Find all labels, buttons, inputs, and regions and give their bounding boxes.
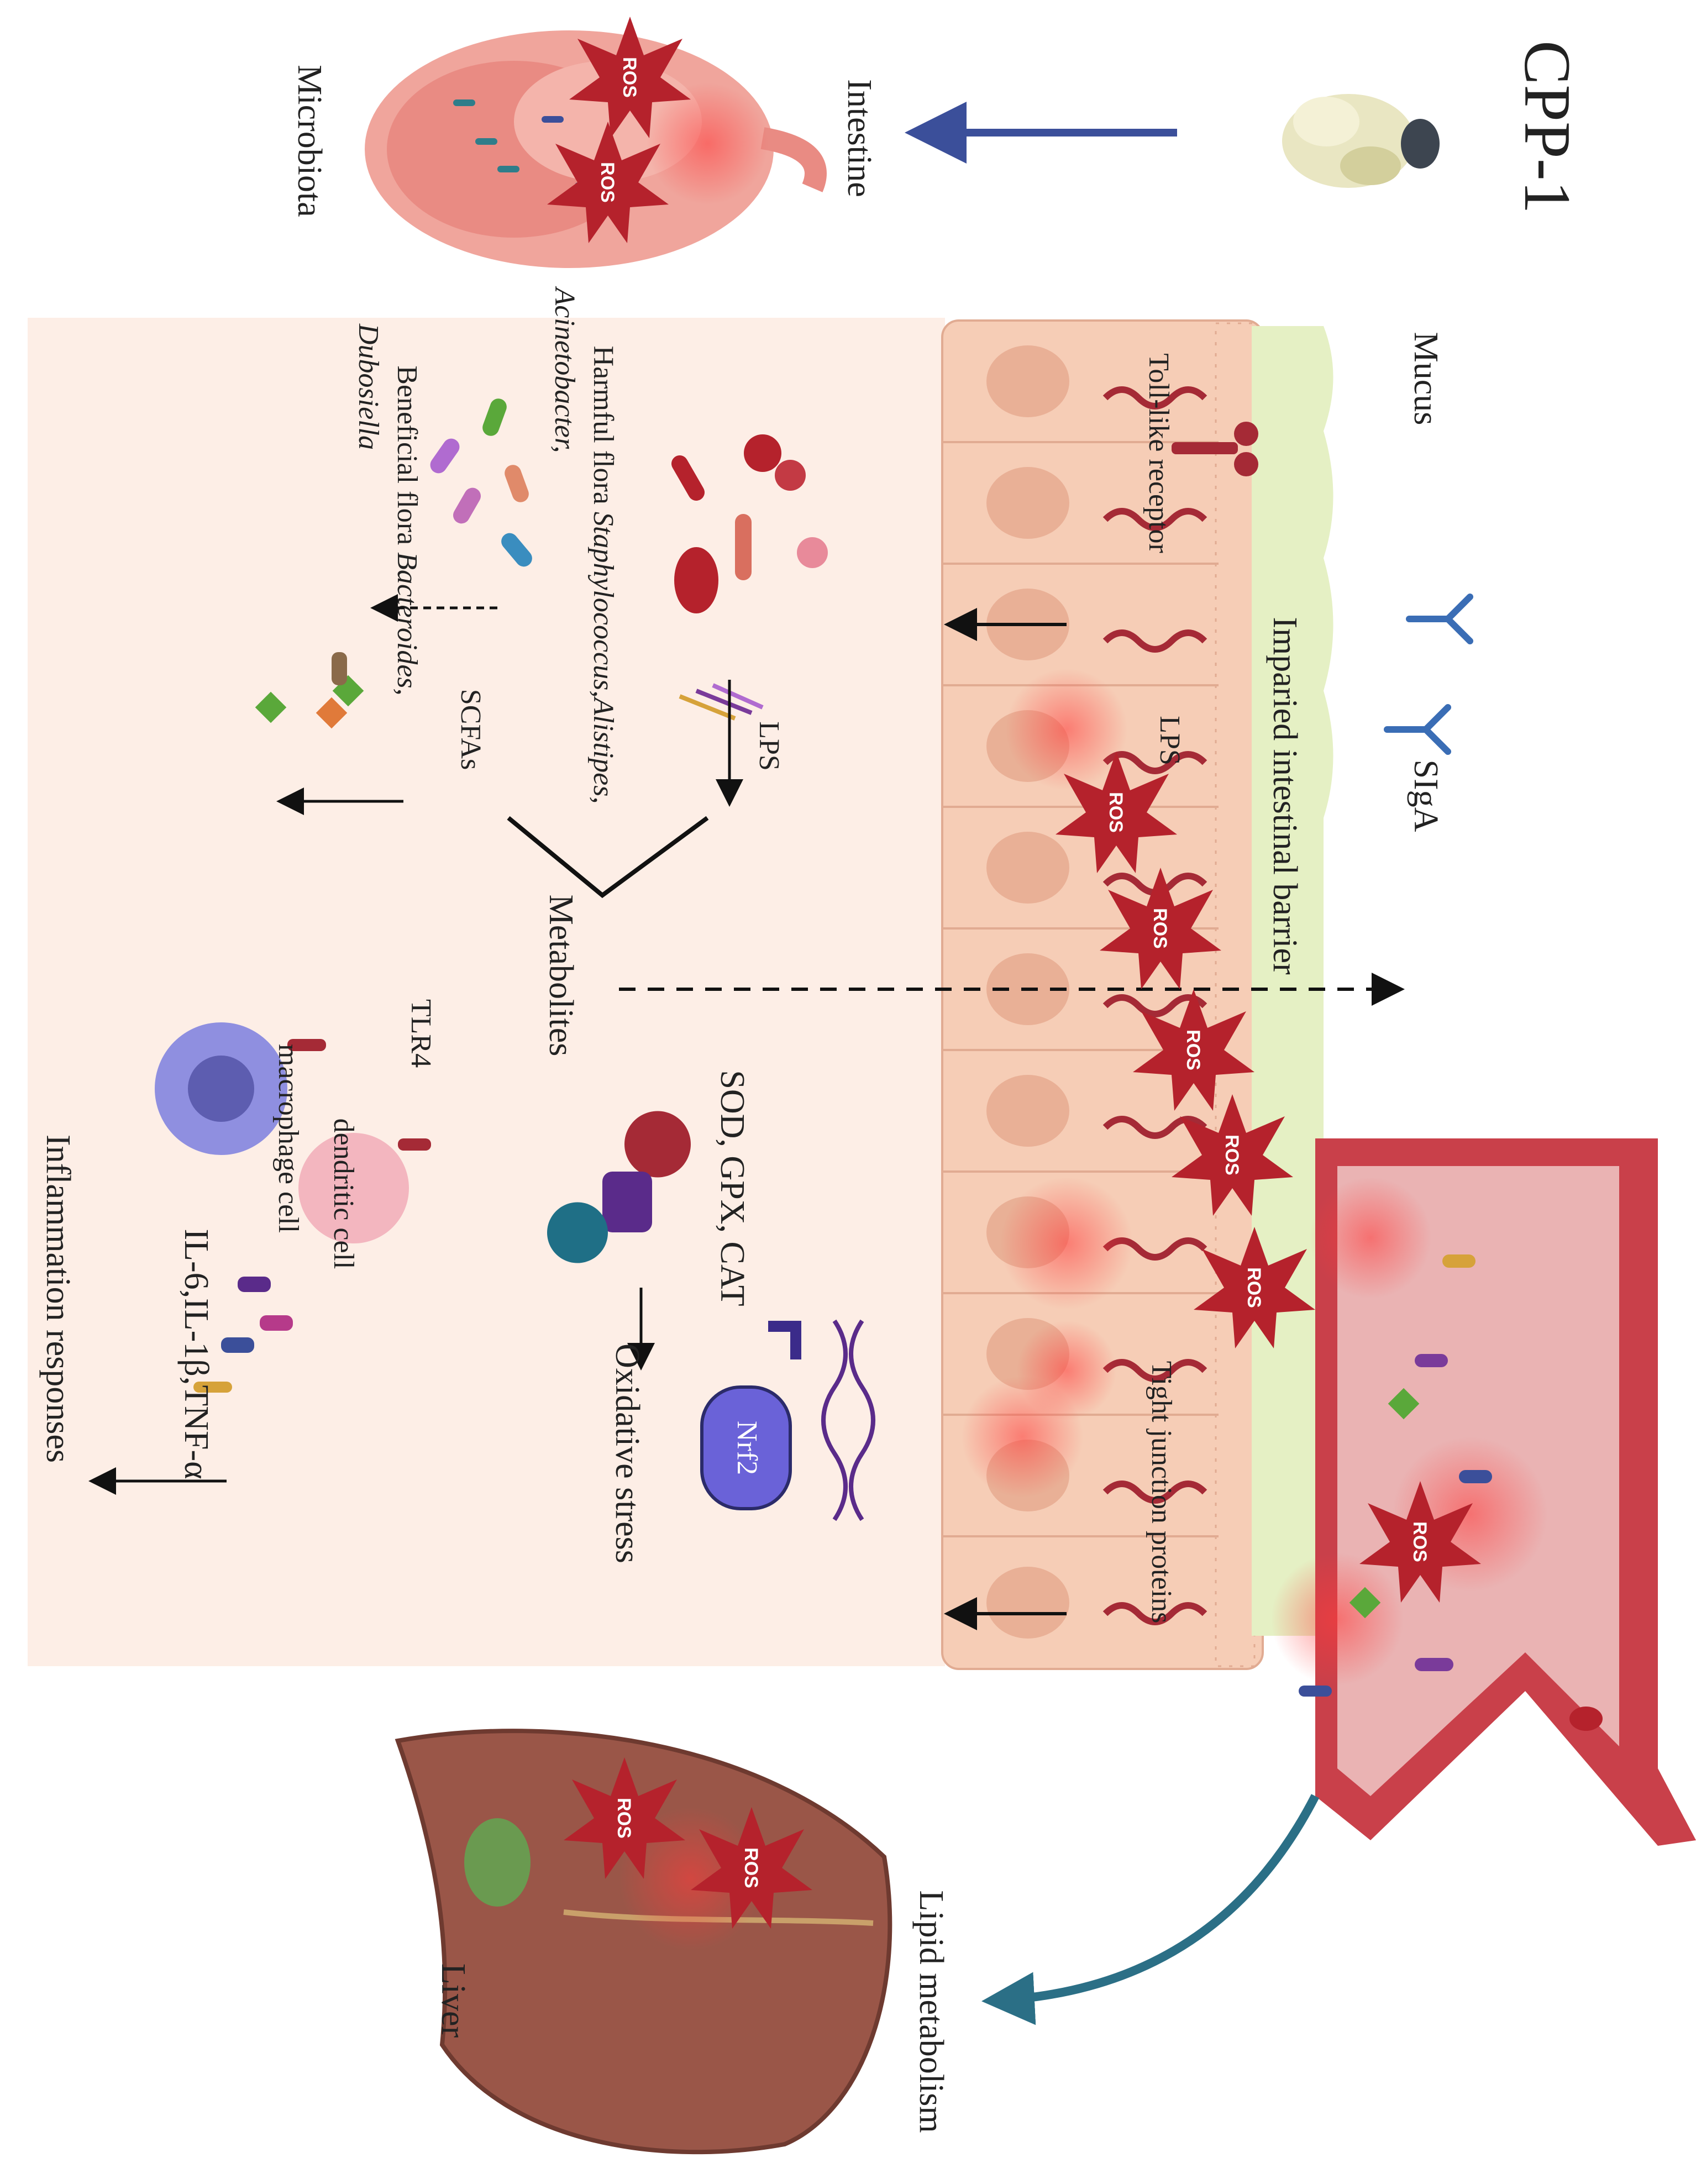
macrophage-cell-icon: [155, 1022, 326, 1155]
label-beneficial-flora-line1: Beneficial flora Bacteroides,: [391, 365, 423, 695]
label-tight-junction: Tight junction proteins: [1146, 1361, 1177, 1624]
blood-vessel: [1271, 1138, 1696, 1846]
label-mucus: Mucus: [1407, 332, 1445, 426]
ros-burst: ROS: [564, 1757, 685, 1879]
ros-burst: ROS: [569, 17, 691, 138]
label-scfas: SCFAs: [455, 689, 486, 770]
label-lps: LPS: [753, 721, 785, 771]
nrf2-pathway-arrow: [768, 1321, 801, 1359]
label-inflammation: Inflammation responses: [39, 1135, 77, 1463]
label-harmful-flora-line1: Harmful flora Staphylococcus,Alistipes,: [587, 346, 619, 804]
label-impaired-barrier: Imparied intestinal barrier: [1266, 617, 1304, 975]
svg-text:ROS: ROS: [613, 1798, 634, 1839]
svg-text:ROS: ROS: [1243, 1267, 1264, 1308]
ros-burst: ROS: [547, 122, 669, 243]
ros-burst: ROS: [1194, 1227, 1315, 1348]
lumen-panel: [28, 318, 945, 1666]
dna-helix-icon: [821, 1319, 875, 1521]
svg-text:ROS: ROS: [1149, 908, 1170, 949]
label-oxidative-stress: Oxidative stress: [608, 1343, 646, 1563]
cytokines-icon: [193, 1277, 293, 1393]
cpp1-powder-icon: [1282, 94, 1440, 188]
label-lps-barrier: LPS: [1154, 716, 1185, 765]
label-macrophage: macrophage cell: [272, 1044, 304, 1233]
svg-text:ROS: ROS: [619, 57, 640, 98]
liver-icon: [395, 1729, 892, 2155]
dendritic-cell-icon: [298, 1133, 431, 1243]
siga-antibody-icon: [1384, 594, 1473, 755]
metabolites-merge-lines: [507, 816, 709, 899]
label-harmful-flora-line2: Acinetobacter,: [549, 286, 580, 453]
ros-burst: ROS: [1172, 1094, 1293, 1216]
svg-text:ROS: ROS: [741, 1847, 762, 1888]
title-cpp1: CPP-1: [1511, 40, 1584, 213]
label-dendritic: dendritic cell: [328, 1119, 359, 1269]
label-microbiota: Microbiota: [291, 65, 328, 217]
ros-burst: ROS: [1133, 989, 1254, 1111]
label-nrf2: Nrf2: [731, 1421, 763, 1475]
label-liver: Liver: [434, 1964, 472, 2038]
label-toll-like-receptor: Toll-like receptor: [1143, 353, 1174, 553]
ros-burst: ROS: [691, 1807, 812, 1929]
vessel-molecules: [1299, 1254, 1603, 1731]
label-siga: SIgA: [1407, 760, 1445, 832]
tight-junction-proteins-icon: [1102, 386, 1207, 1625]
svg-text:ROS: ROS: [1409, 1521, 1430, 1562]
enzymes-icon: [547, 1111, 691, 1263]
ros-burst: ROS: [1100, 868, 1221, 989]
ros-burst: ROS: [1056, 752, 1177, 873]
beneficial-flora-icon: [430, 398, 532, 567]
ros-burst: ROS: [1359, 1481, 1481, 1603]
toll-like-receptor-icon: [1172, 422, 1258, 476]
label-metabolites: Metabolites: [542, 895, 580, 1057]
nrf2-protein-icon: [700, 1385, 792, 1510]
svg-text:ROS: ROS: [1221, 1135, 1242, 1175]
label-enzymes: SOD, GPX, CAT: [713, 1070, 751, 1306]
harmful-flora-icon: [671, 434, 828, 613]
label-cytokines: IL-6,IL-1β,TNF-α: [177, 1229, 215, 1479]
ros-bursts: ROS ROS ROS ROS ROS ROS ROS ROS: [547, 17, 1481, 1929]
label-intestine: Intestine: [841, 79, 878, 197]
svg-text:ROS: ROS: [1105, 792, 1126, 833]
epithelial-layer: [941, 319, 1264, 1670]
vessel-to-liver-arrow: [981, 1794, 1320, 2025]
label-lipid-metabolism: Lipid metabolism: [912, 1890, 950, 2133]
label-tlr4: TLR4: [405, 999, 437, 1068]
svg-text:ROS: ROS: [1183, 1030, 1204, 1070]
label-beneficial-flora-line2: Dubosiella: [353, 323, 384, 450]
svg-text:ROS: ROS: [597, 162, 618, 203]
lps-icon: [679, 683, 764, 721]
scfas-icon: [255, 652, 364, 729]
top-section: CPP-1 Intestine Microbiota: [291, 30, 1584, 268]
